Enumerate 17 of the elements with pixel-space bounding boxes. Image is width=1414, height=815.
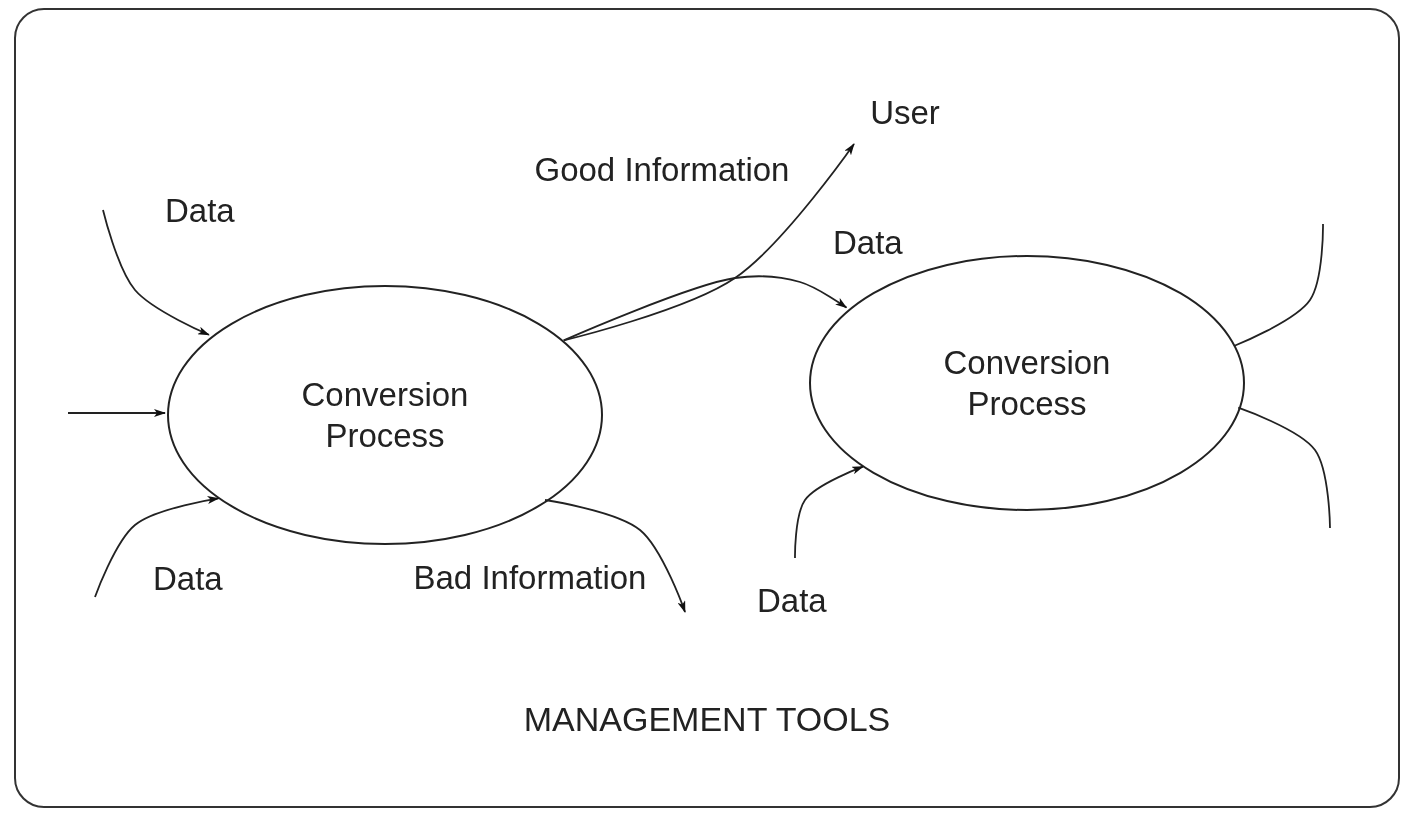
arrow	[794, 465, 864, 559]
edge-label: Data	[833, 222, 903, 263]
frame-panel	[14, 8, 1400, 808]
arrow	[102, 209, 210, 336]
arrow	[67, 409, 166, 417]
process-label: Conversion Process	[942, 343, 1112, 425]
edge-label: Data	[165, 190, 235, 231]
frame-title: MANAGEMENT TOOLS	[522, 698, 892, 740]
arrow	[94, 496, 220, 598]
arrow	[544, 499, 686, 613]
edge-label: Good Information	[534, 149, 790, 190]
edge-label: Bad Information	[413, 557, 647, 598]
process-label: Conversion Process	[300, 375, 470, 457]
node-label: User	[850, 90, 960, 136]
edge-label: Data	[153, 558, 223, 599]
arrow	[562, 275, 848, 342]
edge-label: Data	[757, 580, 827, 621]
